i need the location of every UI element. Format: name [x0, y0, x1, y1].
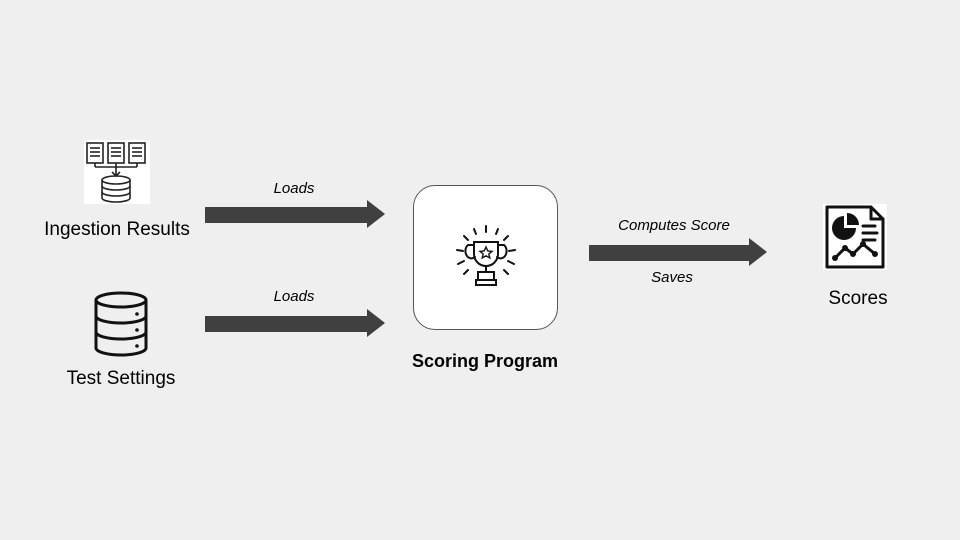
arrow-settings-to-program	[205, 309, 385, 337]
scoring-program-label: Scoring Program	[411, 351, 559, 371]
report-chart-icon	[823, 204, 887, 270]
arrow-program-to-scores	[589, 238, 769, 266]
edge-label-computes-score: Computes Score	[618, 217, 730, 234]
edge-label-saves: Saves	[651, 269, 693, 286]
edge-label-settings-loads: Loads	[273, 288, 315, 305]
arrow-ingestion-to-program	[205, 200, 385, 228]
ingestion-results-label: Ingestion Results	[44, 219, 190, 240]
edge-label-ingestion-loads: Loads	[273, 180, 315, 197]
scores-label: Scores	[828, 288, 888, 309]
database-icon	[93, 290, 149, 358]
documents-to-database-icon	[84, 140, 150, 204]
scoring-program-box	[413, 185, 558, 330]
test-settings-label: Test Settings	[66, 368, 176, 389]
trophy-icon	[454, 224, 518, 292]
